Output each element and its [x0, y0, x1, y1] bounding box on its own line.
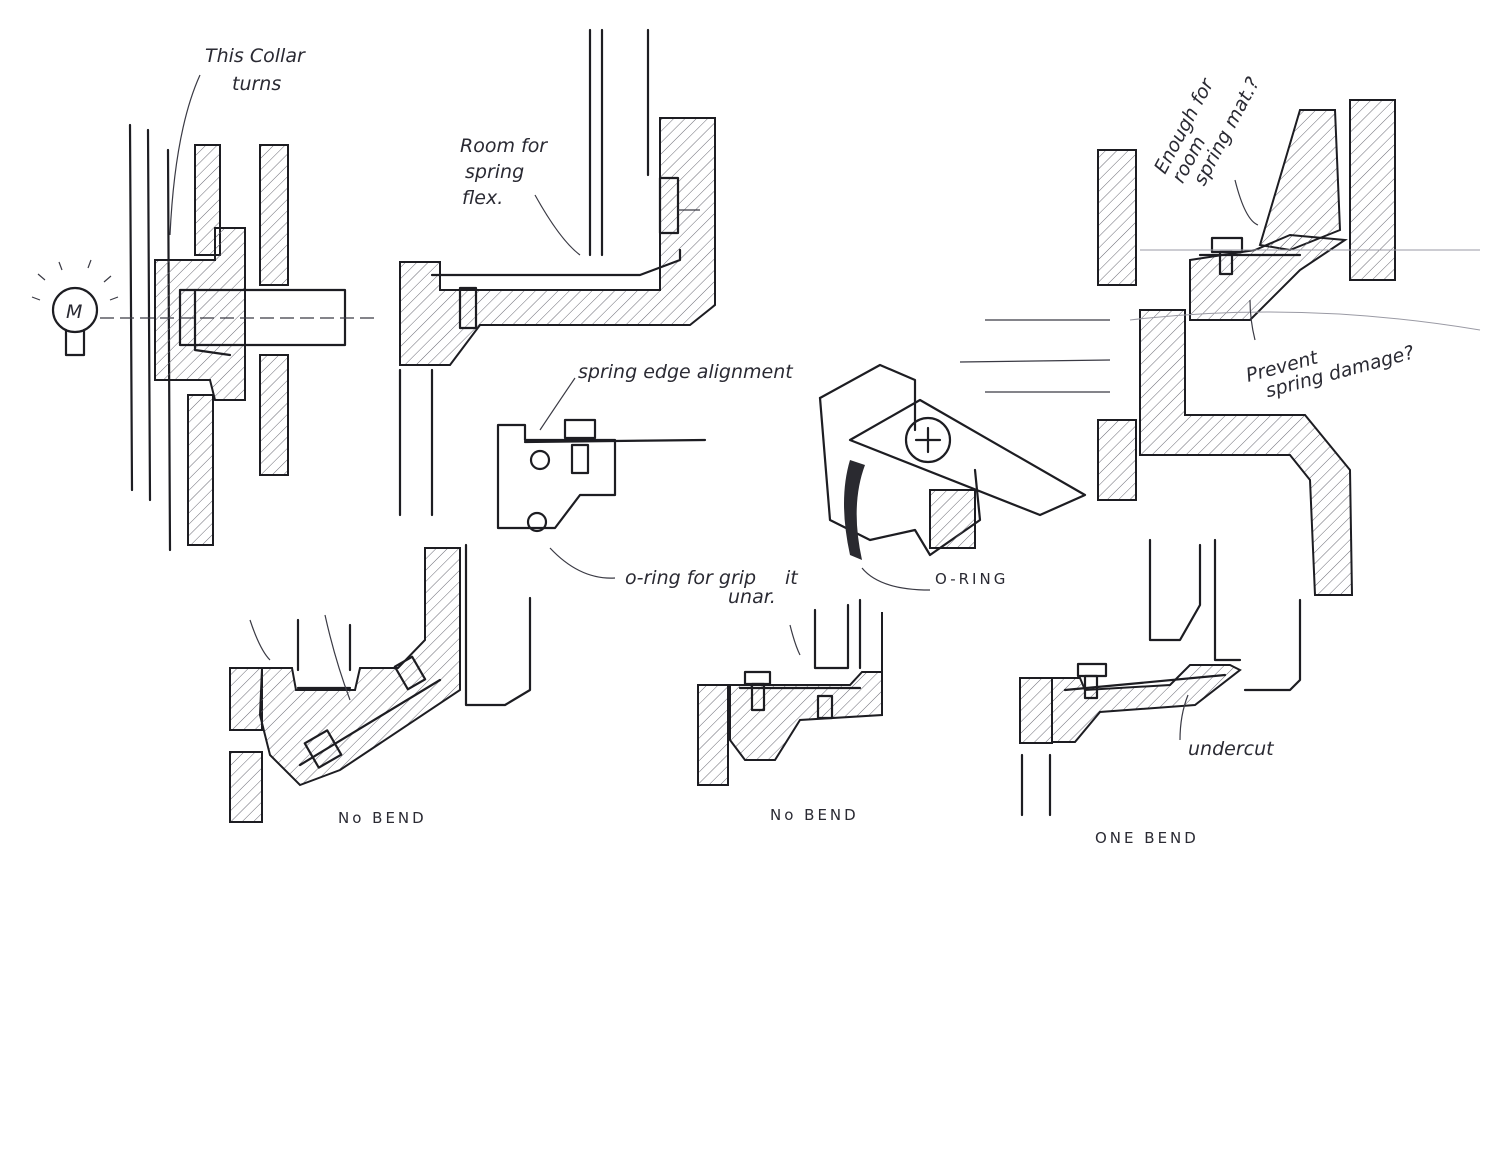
one-bend-right-sketch: undercut ONE BEND	[1019, 538, 1302, 847]
oring-grip-label: o-ring for grip	[625, 567, 756, 589]
room-label-line2: spring	[465, 161, 524, 183]
oring-grip-label-it: it	[785, 567, 799, 589]
caption-left: No BEND	[338, 809, 427, 827]
undercut-label: undercut	[1188, 738, 1275, 760]
bulb-letter: M	[66, 301, 82, 323]
spring-edge-label: spring edge alignment	[578, 361, 794, 383]
oring-3d-sketch: O-RING	[818, 319, 1111, 591]
spring-edge-detail-sketch: spring edge alignment o-ring for grip it…	[496, 361, 799, 608]
no-bend-middle-sketch: No BEND	[697, 598, 883, 824]
collar-label-line2: turns	[232, 73, 281, 95]
bracket-spring-sketch: Room for spring flex.	[398, 28, 716, 517]
oring-label: O-RING	[935, 570, 1008, 588]
caption-right: ONE BEND	[1095, 829, 1199, 847]
right-bracket-sketch: Enough for room spring mat.? Prevent spr…	[1097, 74, 1481, 596]
collar-label-line1: This Collar	[205, 45, 306, 67]
room-label-line3: flex.	[462, 187, 503, 209]
collar-section-sketch: M This Collar turns	[31, 45, 380, 552]
caption-middle: No BEND	[770, 806, 859, 824]
room-label-line1: Room for	[460, 135, 548, 157]
oring-grip-label-unar: unar.	[728, 586, 776, 608]
no-bend-left-sketch: No BEND	[229, 543, 532, 827]
